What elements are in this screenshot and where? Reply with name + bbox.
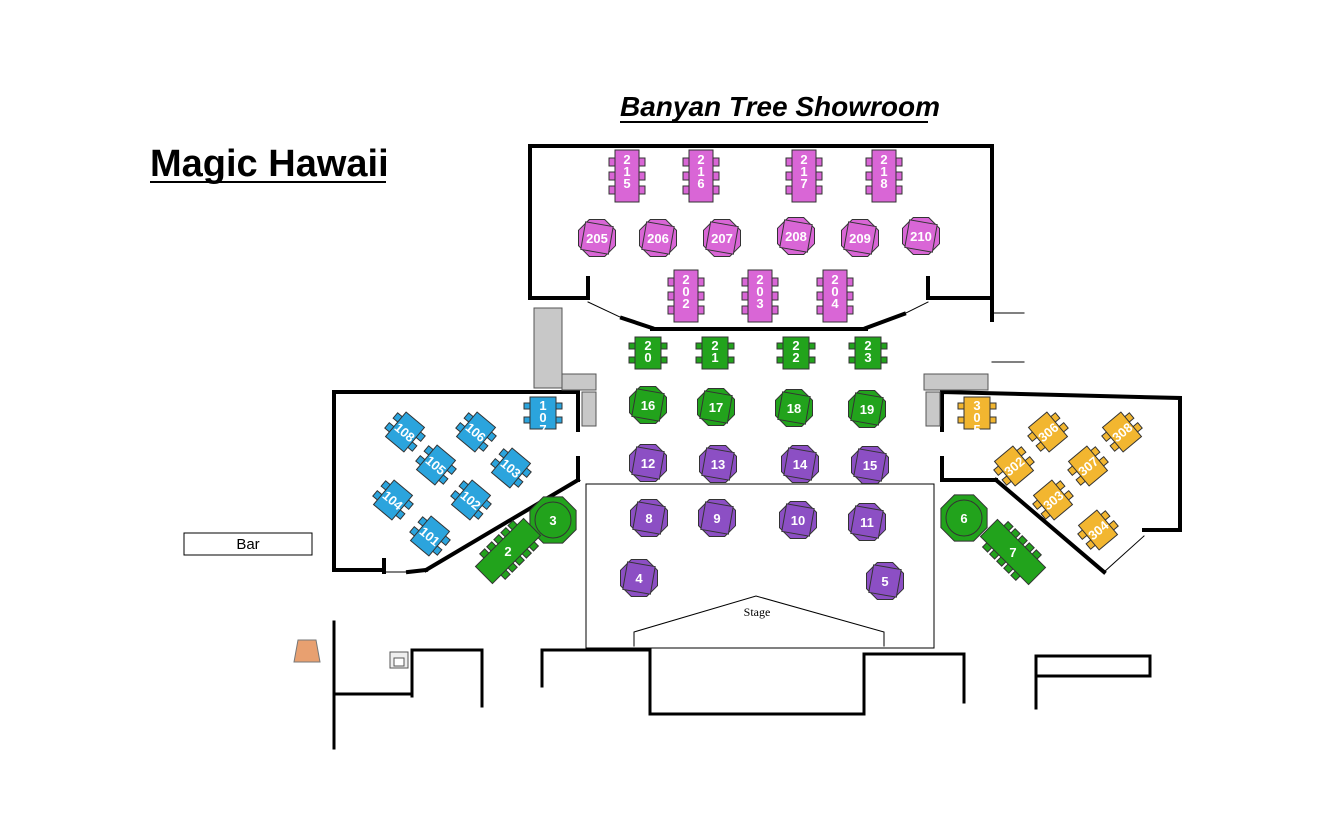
table-7[interactable]: 7 [976,515,1050,589]
fixtures [389,307,989,669]
table-108[interactable]: 108 [381,408,429,456]
table-label: 10 [791,513,805,528]
table-label: 16 [641,398,655,413]
table-label: 7 [1009,545,1016,560]
table-4[interactable]: 4 [620,559,658,597]
table-label: 13 [711,457,725,472]
table-15[interactable]: 15 [851,446,889,484]
table-label: 207 [711,231,733,246]
table-11[interactable]: 11 [848,503,886,541]
table-302[interactable]: 302 [990,442,1038,490]
table-14[interactable]: 14 [781,445,819,483]
table-208[interactable]: 208 [777,217,815,255]
table-209[interactable]: 209 [841,219,879,257]
table-label: 19 [860,402,874,417]
table-label: 206 [647,231,669,246]
table-105[interactable]: 105 [412,441,460,489]
table-10[interactable]: 10 [779,501,817,539]
table-label: 6 [960,511,967,526]
table-label: 14 [793,457,808,472]
table-label: 9 [713,511,720,526]
table-102[interactable]: 102 [447,476,495,524]
table-12[interactable]: 12 [629,444,667,482]
table-210[interactable]: 210 [902,217,940,255]
table-106[interactable]: 106 [452,408,500,456]
table-label: 205 [586,231,608,246]
table-17[interactable]: 17 [697,388,735,426]
table-206[interactable]: 206 [639,219,677,257]
table-5[interactable]: 5 [866,562,904,600]
table-307[interactable]: 307 [1064,442,1112,490]
table-label: 11 [860,515,874,530]
table-306[interactable]: 306 [1024,408,1072,456]
table-13[interactable]: 13 [699,445,737,483]
stage-label: Stage [744,605,771,619]
table-label: 4 [635,571,643,586]
table-label: 2 [504,544,511,559]
table-label: 210 [910,229,932,244]
walls [332,144,1182,750]
table-label: 5 [881,574,888,589]
table-103[interactable]: 103 [487,444,535,492]
table-3[interactable]: 3 [529,496,577,544]
table-label: 3 [549,513,556,528]
table-303[interactable]: 303 [1029,476,1077,524]
table-label: 17 [709,400,723,415]
table-205[interactable]: 205 [578,219,616,257]
table-2[interactable]: 2 [471,514,545,588]
room-title: Banyan Tree Showroom [620,91,940,122]
table-16[interactable]: 16 [629,386,667,424]
venue-title: Magic Hawaii [150,143,389,185]
table-9[interactable]: 9 [698,499,736,537]
table-308[interactable]: 308 [1098,408,1146,456]
table-label: 208 [785,229,807,244]
table-label: 12 [641,456,655,471]
table-6[interactable]: 6 [940,494,988,542]
table-8[interactable]: 8 [630,499,668,537]
table-18[interactable]: 18 [775,389,813,427]
table-label: 15 [863,458,877,473]
table-label: 209 [849,231,871,246]
table-19[interactable]: 19 [848,390,886,428]
bar: Bar [183,532,313,556]
table-label: 18 [787,401,801,416]
table-304[interactable]: 304 [1074,506,1122,554]
table-label: 8 [645,511,652,526]
bar-stool-icon [293,639,321,663]
table-104[interactable]: 104 [369,476,417,524]
svg-text:Bar: Bar [236,536,259,553]
table-101[interactable]: 101 [406,512,454,560]
table-207[interactable]: 207 [703,219,741,257]
